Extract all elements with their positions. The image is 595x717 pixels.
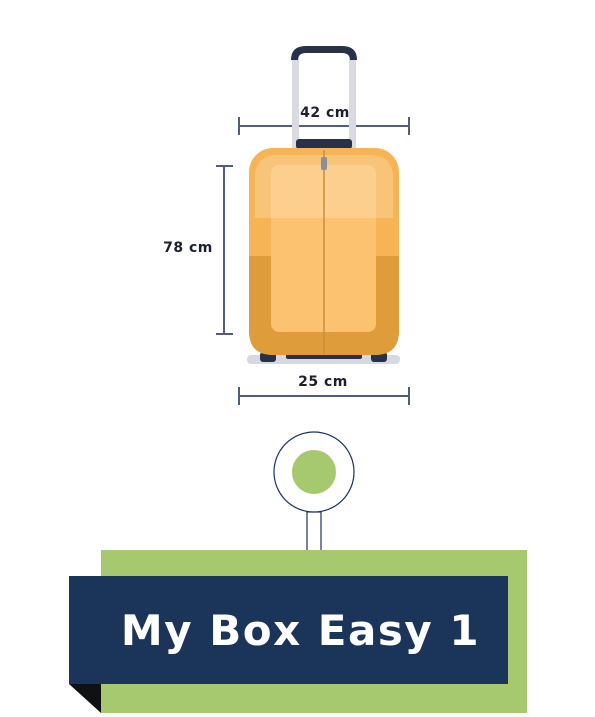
width-dimension-line [238, 117, 410, 135]
marker-pin-icon [273, 431, 355, 553]
product-title: My Box Easy 1 [120, 605, 481, 655]
height-label: 78 cm [163, 240, 213, 256]
product-banner: My Box Easy 1 [69, 576, 508, 684]
depth-label: 25 cm [298, 374, 348, 390]
depth-dimension-line [238, 387, 410, 405]
height-dimension-line [216, 165, 233, 335]
suitcase-icon [247, 46, 400, 364]
width-label: 42 cm [300, 105, 350, 121]
banner-fold-icon [69, 684, 101, 713]
